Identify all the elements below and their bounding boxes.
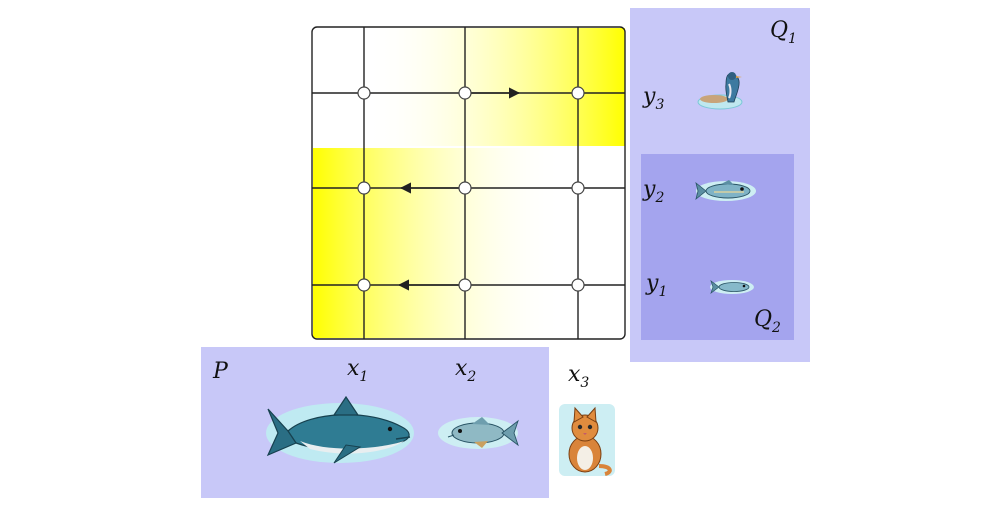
- cat-icon: [559, 404, 615, 476]
- fish-icon: [695, 180, 756, 201]
- node-x2-y2: [458, 181, 472, 195]
- label-x1: x1: [347, 356, 368, 385]
- node-x2-y1: [458, 278, 472, 292]
- label-y2: y2: [642, 177, 664, 206]
- node-x1-y3: [357, 86, 371, 100]
- node-x1-y1: [357, 278, 371, 292]
- node-x3-y1: [571, 278, 585, 292]
- flow-arrows: [397, 87, 521, 291]
- node-x3-y3: [571, 86, 585, 100]
- label-x2: x2: [455, 356, 476, 385]
- grid-frame: [311, 26, 626, 340]
- small-fish-icon: [710, 280, 754, 294]
- label-p: P: [212, 359, 229, 384]
- node-x3-y2: [571, 181, 585, 195]
- node-x2-y3: [458, 86, 472, 100]
- label-q2: Q2: [754, 307, 781, 336]
- grid-highlight-bottom: [313, 148, 563, 338]
- grid-nodes: [357, 86, 585, 292]
- grid-highlight-top: [365, 28, 625, 146]
- shark-icon: [266, 395, 414, 464]
- fish-icon: [438, 417, 519, 449]
- label-x3: x3: [568, 362, 589, 391]
- label-y3: y3: [642, 84, 664, 113]
- label-q1: Q1: [770, 18, 797, 47]
- node-x1-y2: [357, 181, 371, 195]
- label-y1: y1: [645, 271, 667, 300]
- bird-icon: [697, 72, 743, 110]
